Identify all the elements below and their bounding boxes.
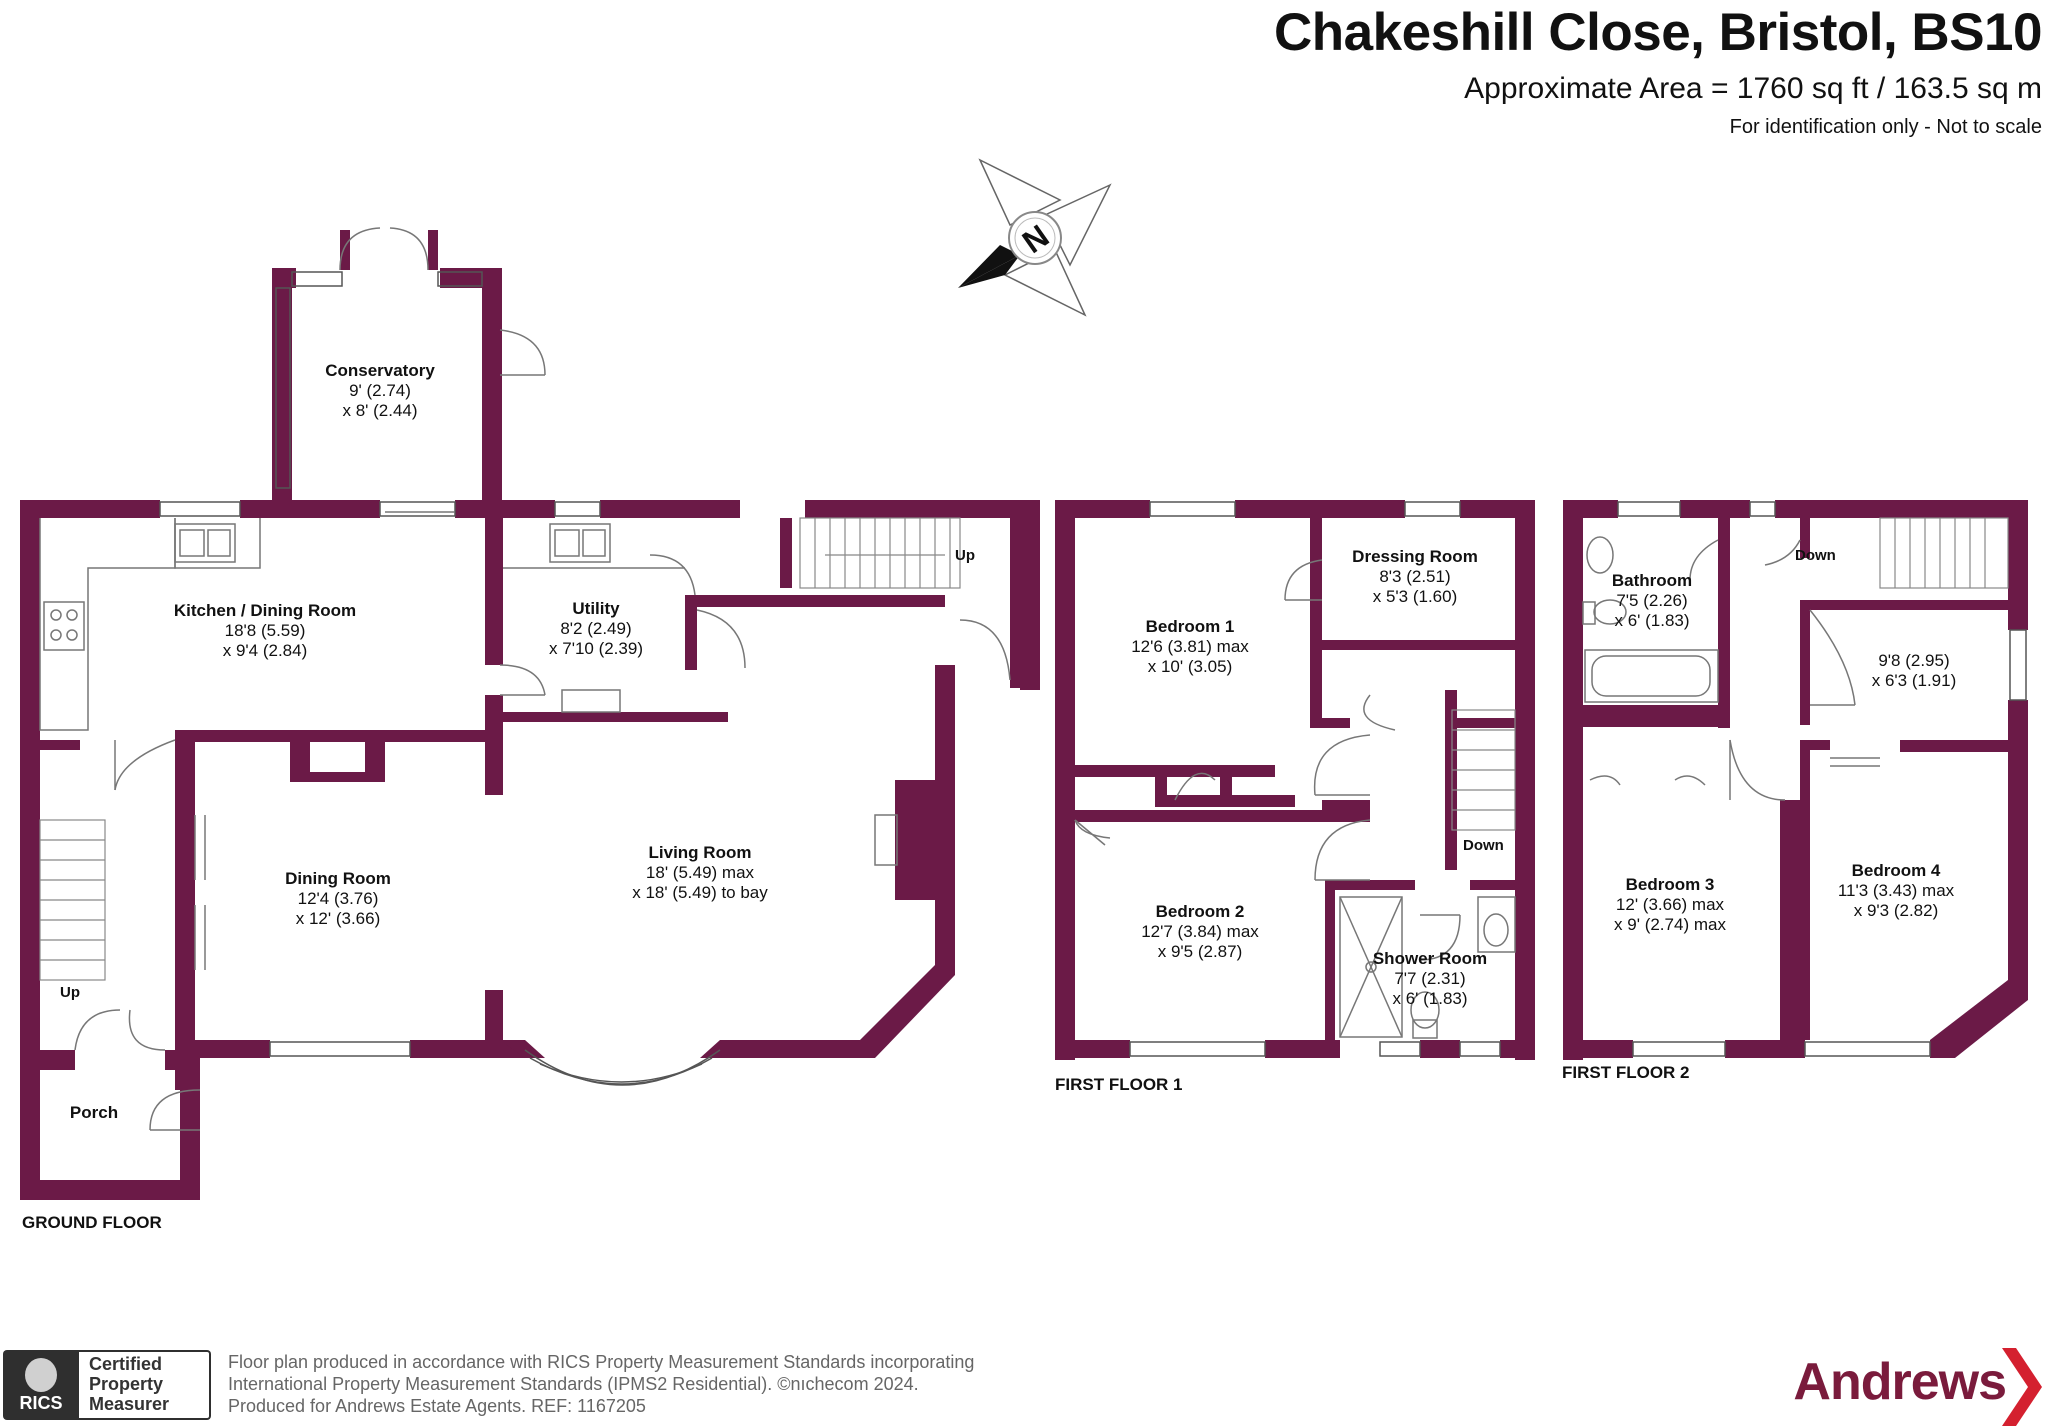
kitchen-name: Kitchen / Dining Room [174, 601, 356, 620]
room-shower: Shower Room 7'7 (2.31) x 6' (1.83) [1373, 949, 1487, 1008]
first-floor-1-windows [1129, 501, 1501, 1057]
room-utility: Utility 8'2 (2.49) x 7'10 (2.39) [549, 599, 643, 658]
conservatory-name: Conservatory [325, 361, 435, 380]
first-floor-2-stairs [1879, 517, 2009, 589]
room-living: Living Room 18' (5.49) max x 18' (5.49) … [632, 843, 768, 902]
rics-logo-block: RICS [3, 1350, 79, 1420]
bedroom1-dim1: 12'6 (3.81) max [1131, 637, 1249, 656]
rics-lion-icon [25, 1358, 57, 1392]
shower-name: Shower Room [1373, 949, 1487, 968]
first-floor-2-label: FIRST FLOOR 2 [1562, 1063, 1690, 1082]
first-floor-1-label: FIRST FLOOR 1 [1055, 1075, 1183, 1094]
rics-line-1: Certified [89, 1354, 163, 1374]
room-bedroom2: Bedroom 2 12'7 (3.84) max x 9'5 (2.87) [1141, 902, 1259, 961]
footer-line-2: International Property Measurement Stand… [228, 1374, 919, 1394]
dressing-name: Dressing Room [1352, 547, 1478, 566]
dining-dim2: x 12' (3.66) [296, 909, 381, 928]
bathroom-dim2: x 6' (1.83) [1614, 611, 1689, 630]
bedroom3-dim2: x 9' (2.74) max [1614, 915, 1726, 934]
ground-stairs-up-label: Up [60, 984, 80, 1001]
utility-name: Utility [572, 599, 620, 618]
bedroom1-dim2: x 10' (3.05) [1148, 657, 1233, 676]
room-bedroom4: Bedroom 4 11'3 (3.43) max x 9'3 (2.82) [1838, 861, 1955, 920]
living-name: Living Room [649, 843, 752, 862]
rics-certified-logo: RICS Certified Property Measurer [3, 1350, 213, 1420]
conservatory-dim2: x 8' (2.44) [342, 401, 417, 420]
bedroom1-name: Bedroom 1 [1146, 617, 1235, 636]
bedroom2-name: Bedroom 2 [1156, 902, 1245, 921]
ground-floor-windows [159, 271, 721, 1086]
first-floor-1-walls [1055, 500, 1535, 1060]
rics-line-3: Measurer [89, 1394, 170, 1414]
rics-certified-text: Certified Property Measurer [79, 1350, 211, 1420]
approximate-area: Approximate Area = 1760 sq ft / 163.5 sq… [1464, 72, 2042, 105]
bedroom4-dim1: 11'3 (3.43) max [1838, 881, 1955, 900]
conservatory-dim1: 9' (2.74) [349, 381, 411, 400]
compass-rose: N [958, 158, 1112, 317]
utility-dim1: 8'2 (2.49) [560, 619, 631, 638]
first-floor-1-fixtures [1074, 559, 1516, 1039]
andrews-arrow-icon [2002, 1348, 2042, 1426]
rics-logo-text: RICS [19, 1393, 63, 1413]
dining-dim1: 12'4 (3.76) [298, 889, 379, 908]
room-kitchen: Kitchen / Dining Room 18'8 (5.59) x 9'4 … [174, 601, 356, 660]
andrews-logo-text: Andrews [1793, 1353, 2007, 1411]
room-bedroom1: Bedroom 1 12'6 (3.81) max x 10' (3.05) [1131, 617, 1249, 676]
footer-text: Floor plan produced in accordance with R… [228, 1351, 974, 1417]
porch-name: Porch [70, 1103, 118, 1122]
footer-line-3: Produced for Andrews Estate Agents. REF:… [228, 1396, 646, 1416]
rics-line-2: Property [89, 1374, 164, 1394]
room-dressing: Dressing Room 8'3 (2.51) x 5'3 (1.60) [1352, 547, 1478, 606]
bathroom-name: Bathroom [1612, 571, 1692, 590]
utility-dim2: x 7'10 (2.39) [549, 639, 643, 658]
bedroom2-dim1: 12'7 (3.84) max [1141, 922, 1259, 941]
bedroom2-dim2: x 9'5 (2.87) [1158, 942, 1243, 961]
first-floor-2-walls [1563, 500, 2028, 1060]
room-small: 9'8 (2.95) x 6'3 (1.91) [1872, 651, 1957, 690]
ff2-stairs-down-label: Down [1795, 547, 1836, 564]
ground-floor-walls [20, 230, 1040, 1200]
identification-note: For identification only - Not to scale [1729, 116, 2042, 138]
footer-line-1: Floor plan produced in accordance with R… [228, 1352, 975, 1372]
first-floor-2-windows [1617, 501, 2027, 1057]
bedroom3-name: Bedroom 3 [1626, 875, 1715, 894]
kitchen-dim1: 18'8 (5.59) [225, 621, 306, 640]
bedroom3-dim1: 12' (3.66) max [1616, 895, 1725, 914]
first-floor-2-fixtures [1582, 536, 1880, 801]
room-dining: Dining Room 12'4 (3.76) x 12' (3.66) [285, 869, 391, 928]
dressing-dim1: 8'3 (2.51) [1379, 567, 1450, 586]
room-bedroom3: Bedroom 3 12' (3.66) max x 9' (2.74) max [1614, 875, 1726, 934]
dining-name: Dining Room [285, 869, 391, 888]
shower-dim1: 7'7 (2.31) [1394, 969, 1465, 988]
living-dim2: x 18' (5.49) to bay [632, 883, 768, 902]
room-porch: Porch [70, 1103, 118, 1122]
bathroom-dim1: 7'5 (2.26) [1616, 591, 1687, 610]
room-conservatory: Conservatory 9' (2.74) x 8' (2.44) [325, 361, 435, 420]
bedroom4-dim2: x 9'3 (2.82) [1854, 901, 1939, 920]
first-floor-1-stairs [1451, 709, 1516, 831]
room-bathroom: Bathroom 7'5 (2.26) x 6' (1.83) [1612, 571, 1692, 630]
living-dim1: 18' (5.49) max [646, 863, 755, 882]
dressing-dim2: x 5'3 (1.60) [1373, 587, 1458, 606]
shower-dim2: x 6' (1.83) [1392, 989, 1467, 1008]
ff1-stairs-down-label: Down [1463, 837, 1504, 854]
page-title: Chakeshill Close, Bristol, BS10 [1274, 3, 2042, 62]
kitchen-dim2: x 9'4 (2.84) [223, 641, 308, 660]
smallroom-dim1: 9'8 (2.95) [1878, 651, 1949, 670]
ground-floor-stairs [39, 517, 961, 981]
ground-floor-fixtures [39, 227, 1011, 1131]
ground-stairs-up-label-2: Up [955, 547, 975, 564]
ground-floor-label: GROUND FLOOR [22, 1213, 162, 1232]
bedroom4-name: Bedroom 4 [1852, 861, 1941, 880]
smallroom-dim2: x 6'3 (1.91) [1872, 671, 1957, 690]
